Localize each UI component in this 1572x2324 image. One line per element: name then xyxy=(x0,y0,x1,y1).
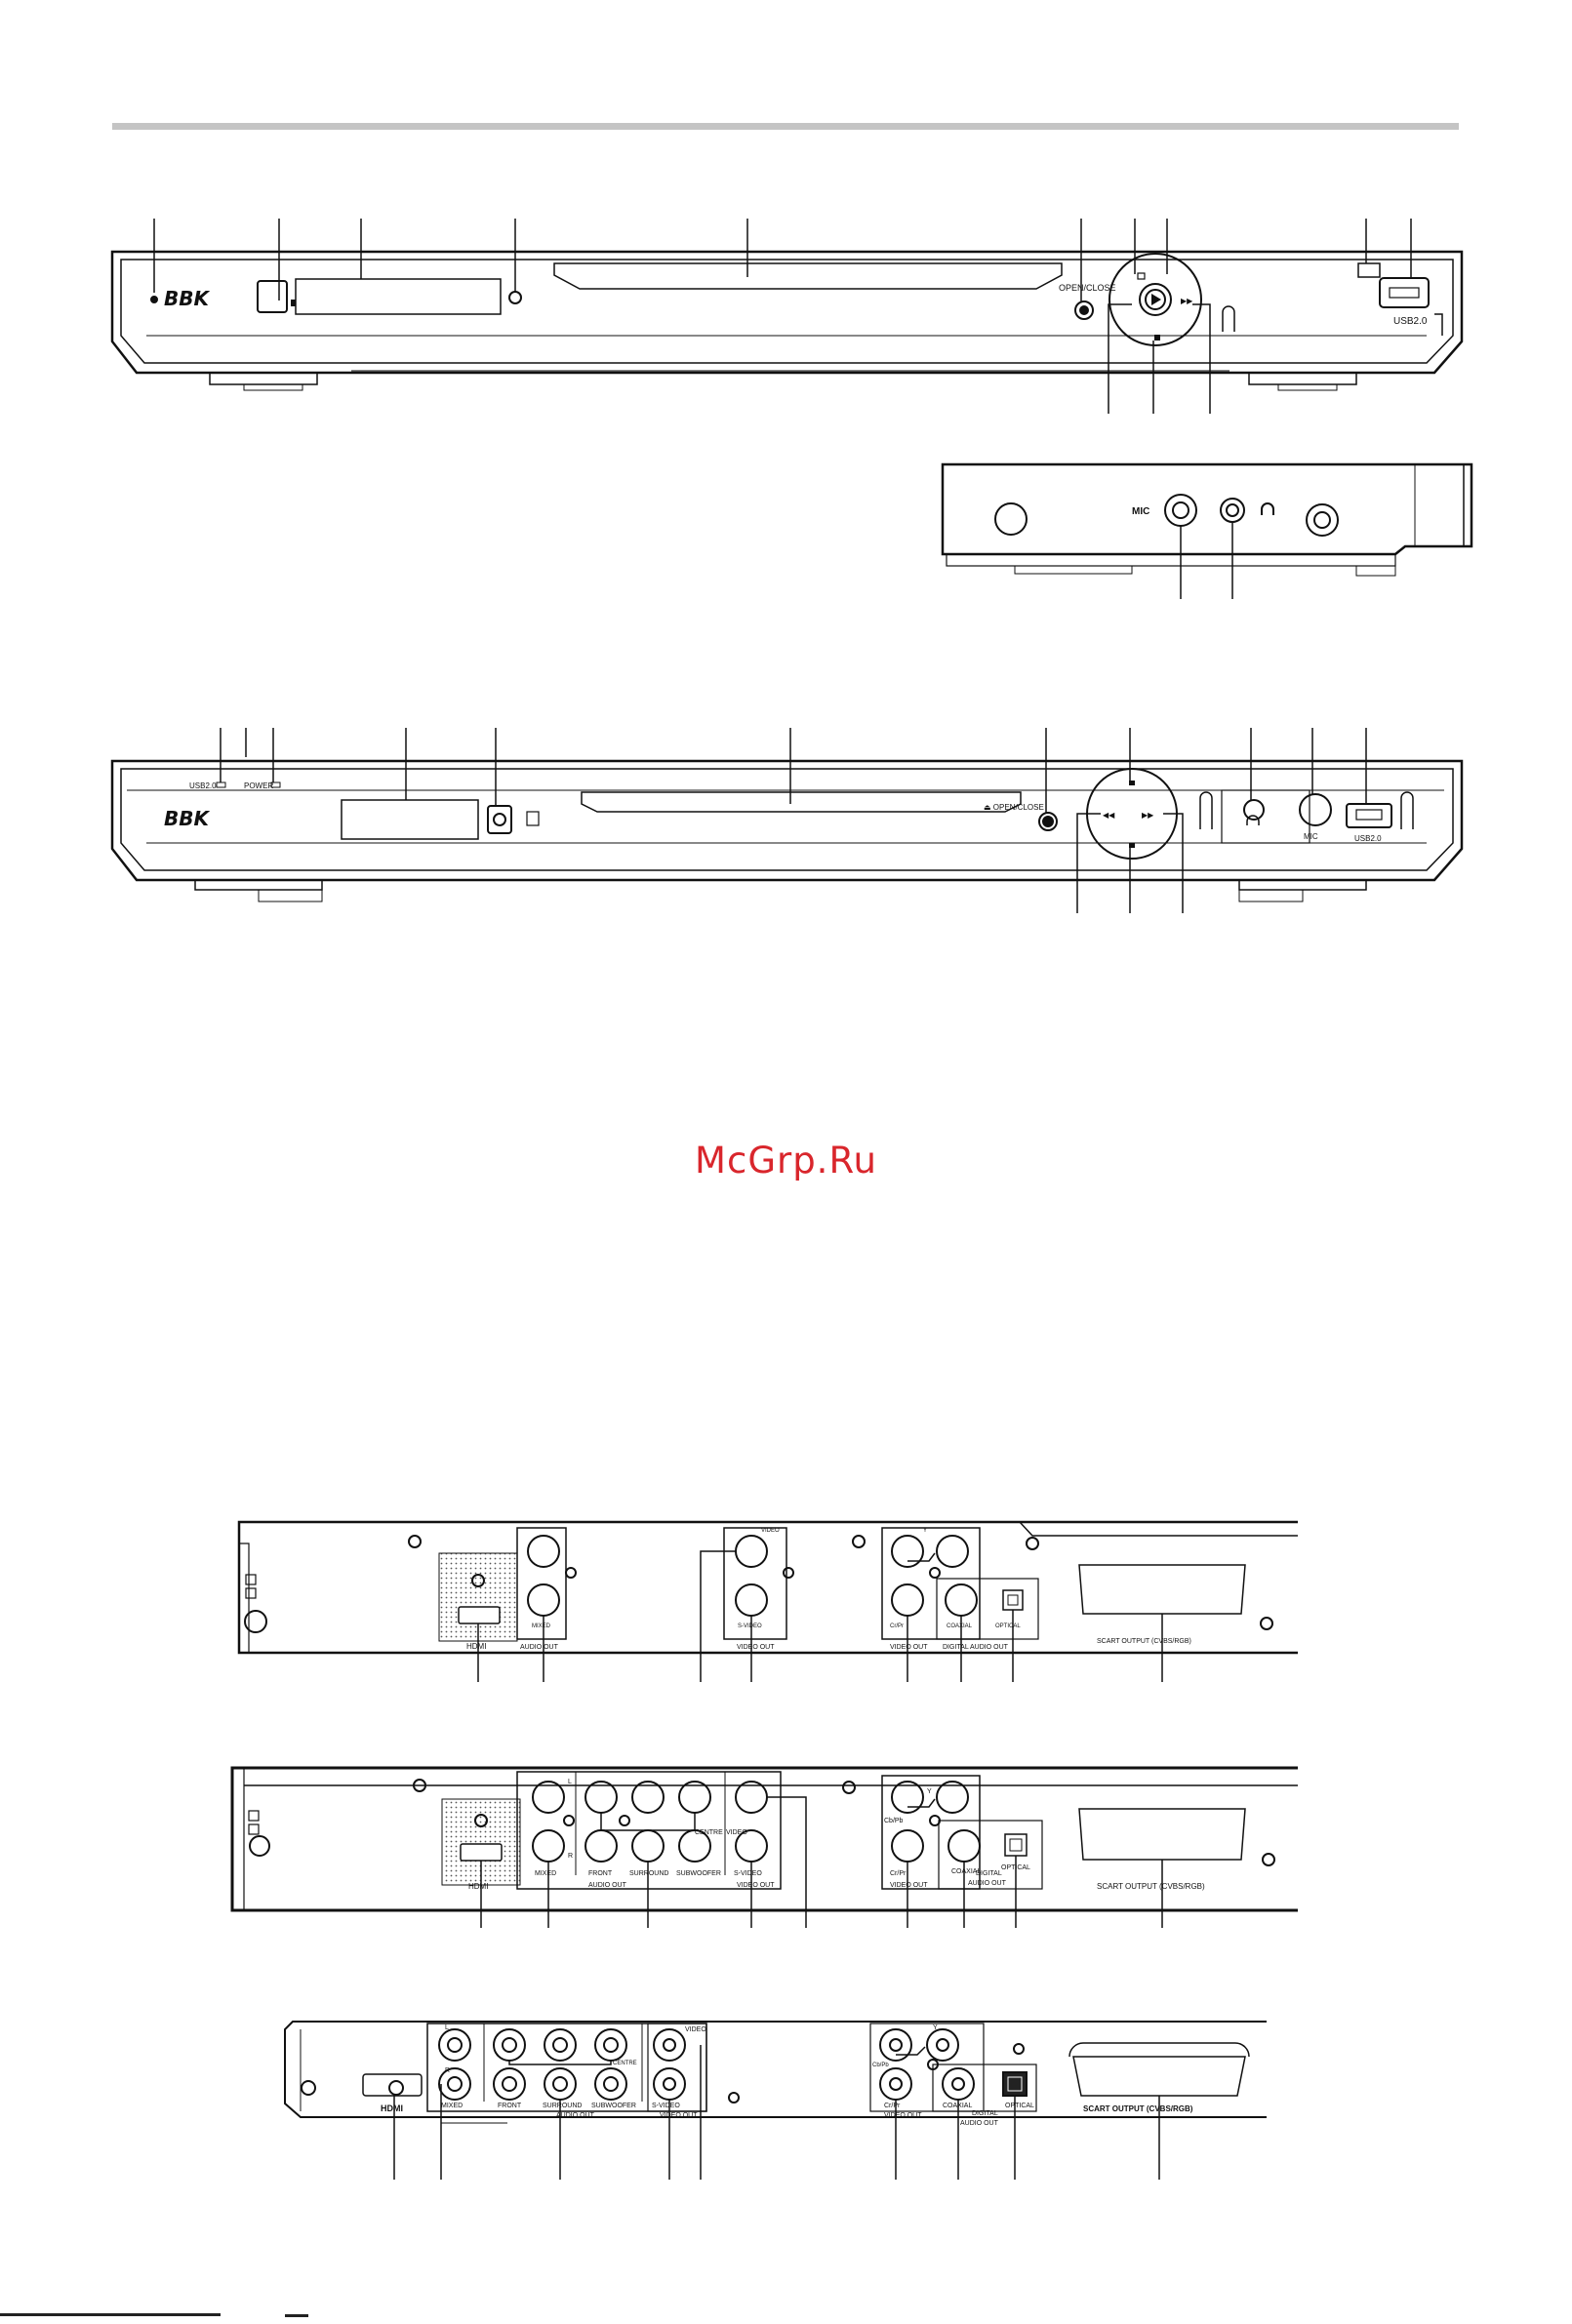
rear3-video: VIDEO xyxy=(685,2026,706,2033)
svg-text:◀◀: ◀◀ xyxy=(1103,811,1115,820)
callout-lines-rear-2 xyxy=(480,1796,1163,1928)
rear-panel-2: HDMI L R MIXED FRONT SURROUND SUBWOOFER … xyxy=(230,1766,1298,1928)
rear-panel-1: HDMI MIXED AUDIO OUT VIDEO S-VIDEO VIDEO… xyxy=(237,1520,1298,1682)
rear1-svideo: S-VIDEO xyxy=(738,1623,762,1629)
rear1-digital: DIGITAL AUDIO OUT xyxy=(943,1644,1009,1651)
front-panel-1: BBK OPEN/CLOSE ▶▶ USB2.0 xyxy=(110,219,1464,414)
rear1-video: VIDEO xyxy=(761,1528,780,1534)
side-mic-label: MIC xyxy=(1132,506,1149,517)
callout-lines-rear-1 xyxy=(477,1550,1163,1682)
open-close-label-2: ⏏ OPEN/CLOSE xyxy=(984,803,1044,812)
rear2-video-out: VIDEO OUT xyxy=(737,1882,775,1889)
rear1-y: Y xyxy=(923,1528,927,1534)
rear-panel-3: HDMI L R MIXED FRONT SURROUND SUBWOOFER … xyxy=(284,2021,1267,2180)
rear3-digital-1: DIGITAL xyxy=(972,2110,998,2117)
rear2-centre: CENTRE xyxy=(695,1829,723,1836)
rear2-y: Y xyxy=(927,1788,932,1795)
rear3-front: FRONT xyxy=(498,2103,522,2109)
rear2-coaxial: COAXIAL xyxy=(951,1868,981,1875)
open-close-label: OPEN/CLOSE xyxy=(1059,283,1116,293)
brand-logo: BBK xyxy=(164,287,210,310)
mic-label-2: MIC xyxy=(1304,832,1318,841)
rear2-video-out-2: VIDEO OUT xyxy=(890,1882,928,1889)
rear2-mixed: MIXED xyxy=(535,1870,556,1877)
power-led-label: POWER xyxy=(244,781,273,790)
header-rule xyxy=(112,123,1459,130)
svg-text:▶▶: ▶▶ xyxy=(1181,297,1193,305)
rear2-cr: Cr/Pr xyxy=(890,1870,907,1877)
footer-rule xyxy=(0,2313,221,2316)
rear3-cr: Cr/Pr xyxy=(884,2103,901,2109)
rear3-l: L xyxy=(445,2024,449,2031)
rear3-surround: SURROUND xyxy=(543,2103,582,2109)
rear3-coaxial: COAXIAL xyxy=(943,2103,972,2109)
rear1-optical: OPTICAL xyxy=(995,1623,1021,1629)
rear2-hdmi: HDMI xyxy=(468,1882,488,1891)
rear2-r: R xyxy=(568,1853,573,1860)
rear3-scart: SCART OUTPUT (CVBS/RGB) xyxy=(1083,2104,1193,2113)
callout-lines-rear-3 xyxy=(393,2045,1160,2180)
rear2-cb: Cb/Pb xyxy=(884,1818,904,1824)
rear2-video: VIDEO xyxy=(726,1829,747,1836)
rear1-video-out-2: VIDEO OUT xyxy=(890,1644,928,1651)
rear1-mixed: MIXED xyxy=(532,1623,551,1629)
rear3-mixed: MIXED xyxy=(441,2103,463,2109)
rear2-subwoofer: SUBWOOFER xyxy=(676,1870,721,1877)
brand-logo-2: BBK xyxy=(164,807,210,830)
rear2-digital-2: AUDIO OUT xyxy=(968,1880,1007,1887)
rear1-scart: SCART OUTPUT (CVBS/RGB) xyxy=(1097,1638,1191,1645)
rear3-centre: CENTRE xyxy=(613,2061,637,2066)
front-panel-2: USB2.0 POWER BBK ⏏ OPEN/CLOSE ◀◀ ▶▶ MIC … xyxy=(110,728,1464,913)
side-panel: MIC xyxy=(941,462,1473,599)
rear3-optical: OPTICAL xyxy=(1005,2103,1034,2109)
watermark: McGrp.Ru xyxy=(695,1140,877,1182)
rear3-cb: Cb/Pb xyxy=(872,2063,889,2068)
usb-label-1: USB2.0 xyxy=(1393,316,1428,327)
rear1-video-out: VIDEO OUT xyxy=(737,1644,775,1651)
rear3-digital-2: AUDIO OUT xyxy=(960,2120,999,2127)
rear3-video-out: VIDEO OUT xyxy=(660,2112,698,2119)
rear1-cr: Cr/Pr xyxy=(890,1623,904,1629)
footer-rule-short xyxy=(285,2314,308,2317)
rear2-audio-out: AUDIO OUT xyxy=(588,1882,627,1889)
svg-text:▶▶: ▶▶ xyxy=(1142,811,1154,820)
callout-lines-front-2 xyxy=(220,728,1367,913)
callout-lines-front-1 xyxy=(153,219,1412,414)
rear3-y: Y xyxy=(933,2024,938,2031)
rear2-l: L xyxy=(568,1779,572,1785)
rear3-r: R xyxy=(445,2067,450,2074)
usb-label-2: USB2.0 xyxy=(1354,834,1382,843)
rear2-scart: SCART OUTPUT (CVBS/RGB) xyxy=(1097,1882,1205,1891)
rear2-surround: SURROUND xyxy=(629,1870,668,1877)
rear1-hdmi: HDMI xyxy=(466,1642,486,1651)
rear3-svideo: S-VIDEO xyxy=(652,2103,680,2109)
rear1-audio-out: AUDIO OUT xyxy=(520,1644,559,1651)
rear3-video-out-2: VIDEO OUT xyxy=(884,2112,922,2119)
rear2-digital-1: DIGITAL xyxy=(976,1870,1002,1877)
rear2-front: FRONT xyxy=(588,1870,613,1877)
rear3-subwoofer: SUBWOOFER xyxy=(591,2103,636,2109)
rear3-audio-out: AUDIO OUT xyxy=(556,2112,595,2119)
usb-led-label: USB2.0 xyxy=(189,781,217,790)
rear3-hdmi: HDMI xyxy=(381,2104,403,2113)
callout-lines-side xyxy=(1180,522,1233,599)
rear1-coaxial: COAXIAL xyxy=(947,1623,973,1629)
rear2-svideo: S-VIDEO xyxy=(734,1870,762,1877)
